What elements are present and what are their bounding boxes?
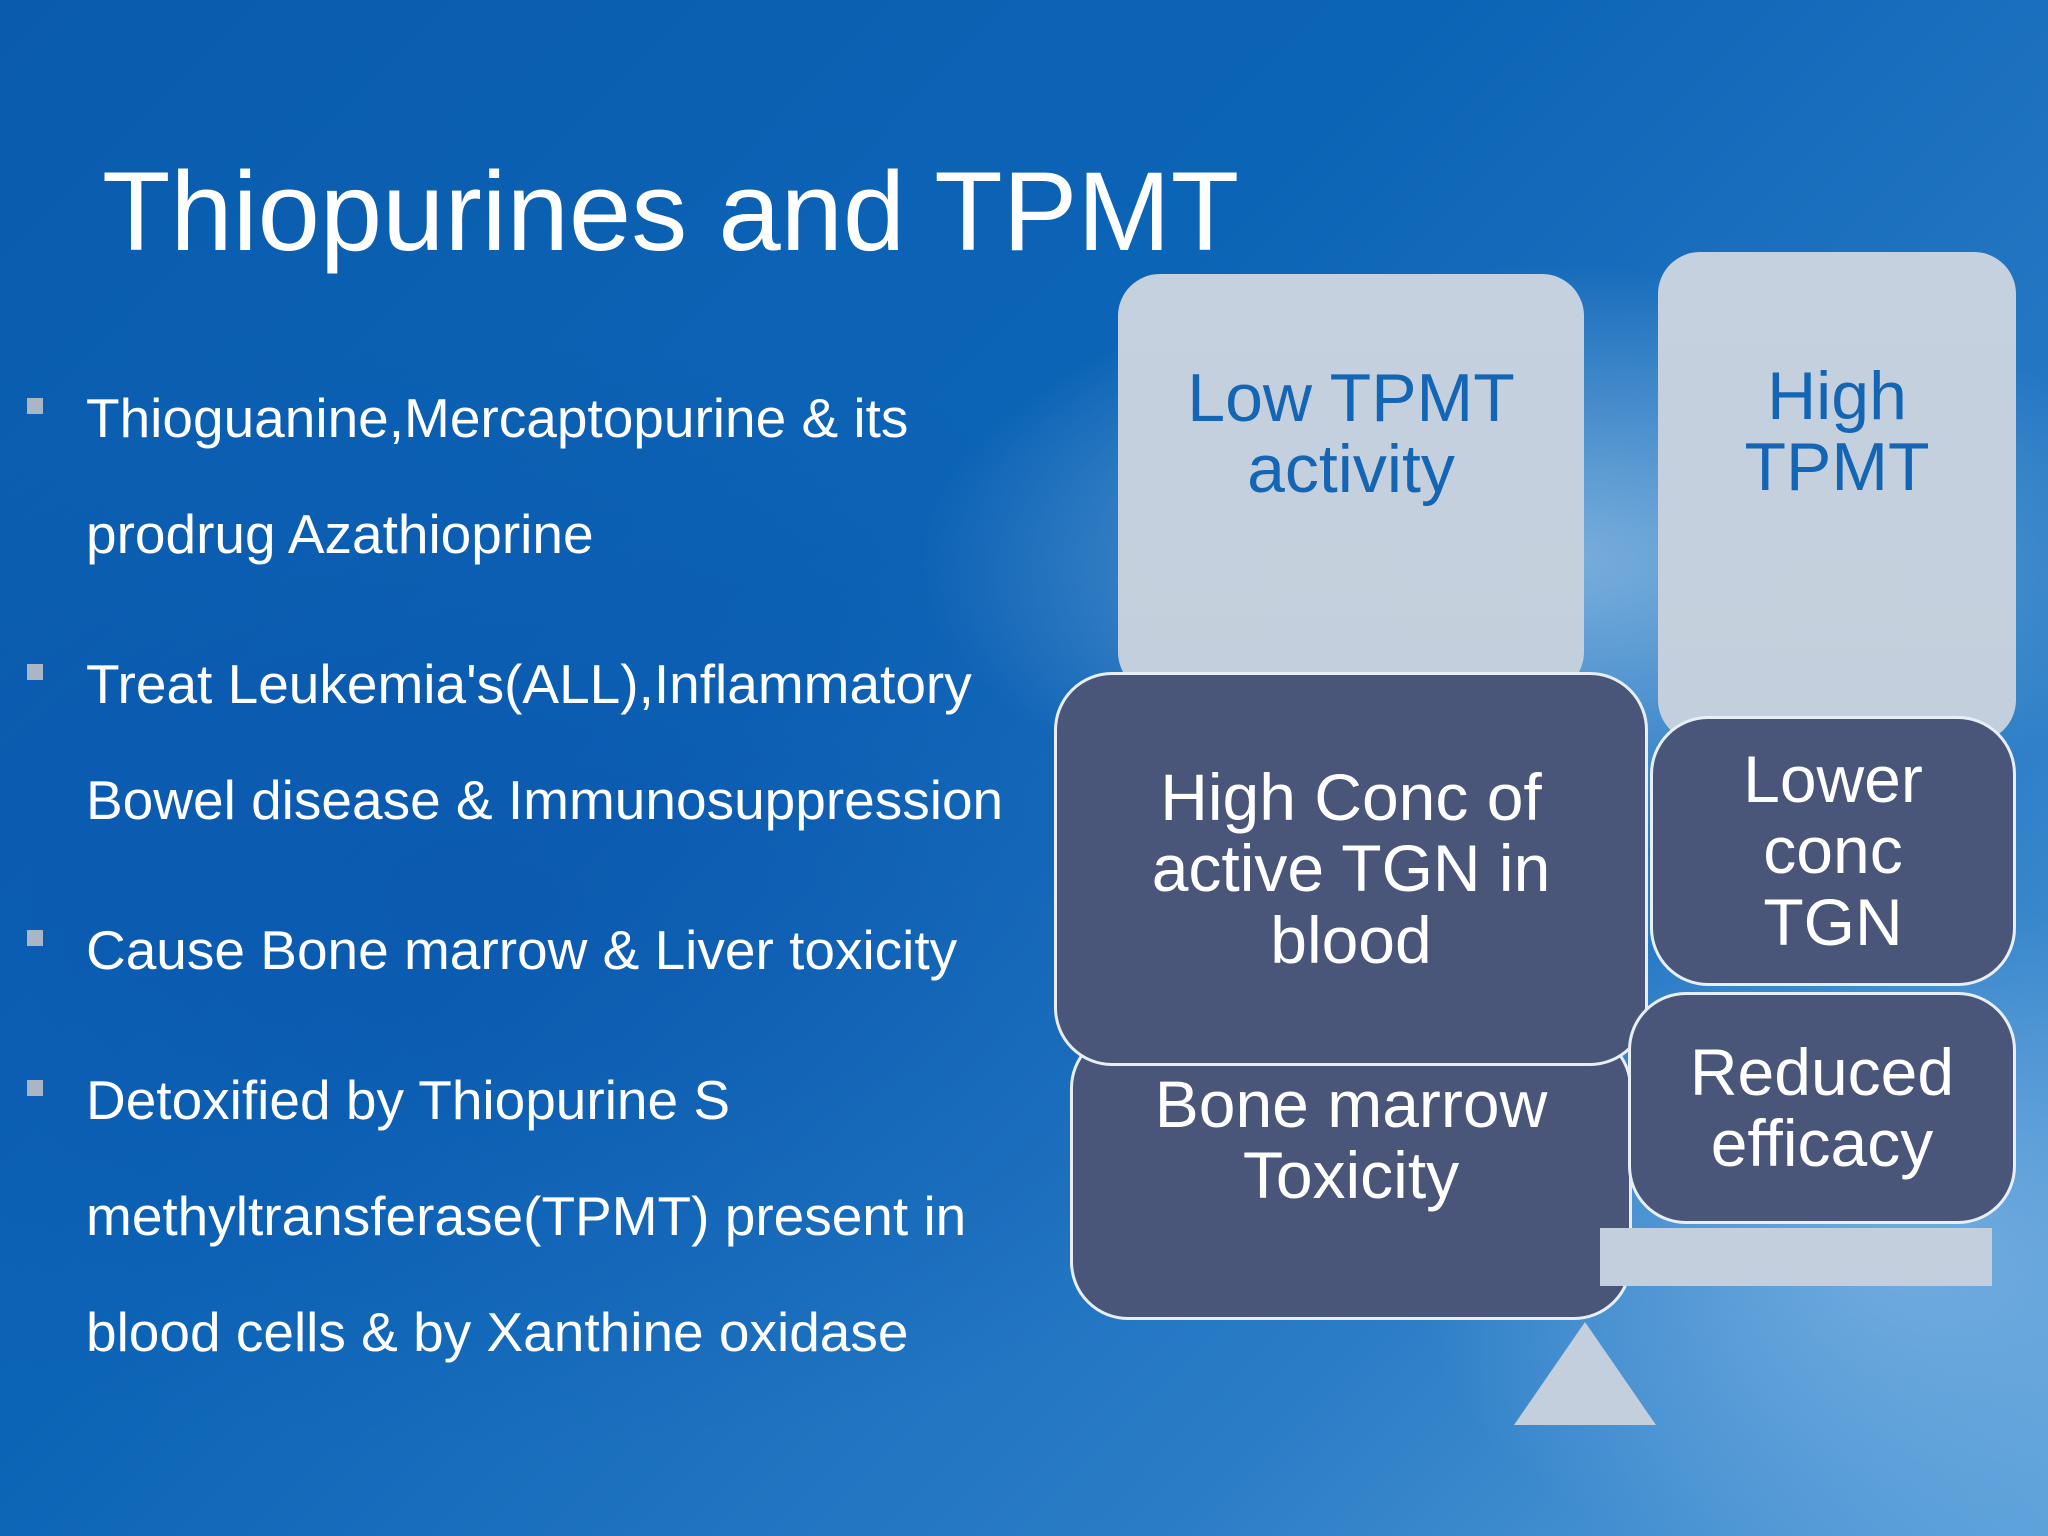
bullet-text: Thioguanine,Mercaptopurine & its prodrug… [86, 387, 909, 565]
bullet-list: Thioguanine,Mercaptopurine & its prodrug… [25, 360, 1065, 1424]
bullet-item: Treat Leukemia's(ALL),Inflammatory Bowel… [25, 626, 1065, 858]
bullet-text: Cause Bone marrow & Liver toxicity [86, 919, 958, 981]
square-bullet-icon [27, 930, 43, 946]
lower-conc-label: Lower conc TGN [1743, 742, 1923, 959]
bullet-item: Thioguanine,Mercaptopurine & its prodrug… [25, 360, 1065, 592]
reduced-efficacy-label: Reduced efficacy [1689, 1034, 1955, 1180]
high-conc-tgn-box: High Conc of active TGN in blood [1054, 672, 1648, 1066]
square-bullet-icon [27, 664, 43, 680]
bullet-item: Cause Bone marrow & Liver toxicity [25, 892, 1065, 1008]
balance-fulcrum [1514, 1322, 1656, 1425]
low-tpmt-label: Low TPMT activity [1187, 359, 1515, 507]
square-bullet-icon [27, 398, 43, 414]
bullet-text: Detoxified by Thiopurine S methyltransfe… [86, 1069, 967, 1363]
balance-beam [1600, 1228, 1992, 1286]
bullet-text: Treat Leukemia's(ALL),Inflammatory Bowel… [86, 653, 1004, 831]
high-tpmt-box: High TPMT [1658, 252, 2016, 742]
high-conc-label: High Conc of active TGN in blood [1151, 760, 1551, 977]
bone-marrow-label: Bone marrow Toxicity [1154, 1066, 1548, 1212]
bone-marrow-toxicity-box: Bone marrow Toxicity [1070, 1030, 1632, 1320]
high-tpmt-label: High TPMT [1744, 357, 1930, 505]
low-tpmt-box: Low TPMT activity [1118, 274, 1584, 694]
reduced-efficacy-box: Reduced efficacy [1628, 992, 2016, 1224]
slide-title: Thiopurines and TPMT [102, 149, 1240, 274]
lower-conc-tgn-box: Lower conc TGN [1650, 716, 2016, 986]
square-bullet-icon [27, 1080, 43, 1096]
bullet-item: Detoxified by Thiopurine S methyltransfe… [25, 1042, 1065, 1390]
